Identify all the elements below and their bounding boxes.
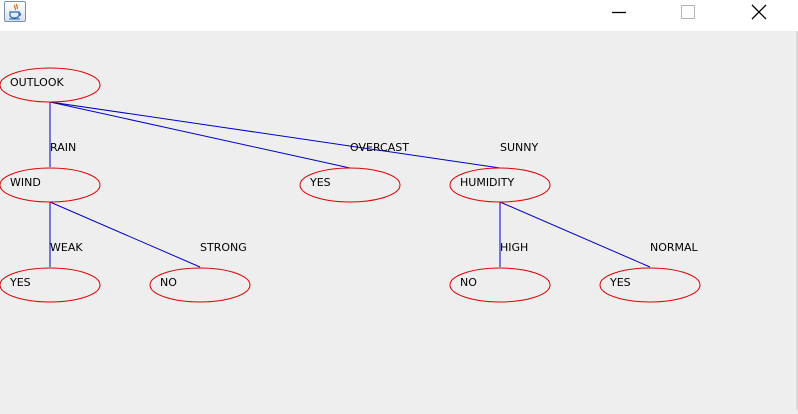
node-humidity	[449, 167, 551, 203]
node-label-yes-weak: YES	[9, 276, 31, 289]
maximize-button[interactable]	[664, 0, 710, 24]
node-no-strong	[149, 267, 251, 303]
edge-label-high: HIGH	[500, 241, 528, 254]
title-bar	[0, 0, 798, 31]
node-label-no-high: NO	[460, 276, 477, 289]
node-label-no-strong: NO	[160, 276, 177, 289]
maximize-icon	[681, 5, 695, 19]
node-label-outlook: OUTLOOK	[10, 76, 64, 89]
node-outlook	[0, 67, 101, 103]
window-border	[796, 31, 798, 410]
edge-label-strong: STRONG	[200, 241, 247, 254]
close-button[interactable]	[736, 0, 782, 24]
edge-outlook-yes	[49, 101, 351, 169]
edge-label-sunny: SUNNY	[500, 141, 538, 154]
java-cup-icon[interactable]	[4, 1, 26, 22]
node-label-humidity: HUMIDITY	[460, 176, 514, 189]
node-yes-weak	[0, 267, 101, 303]
edge-label-normal: NORMAL	[650, 241, 699, 254]
node-yes-normal	[599, 267, 701, 303]
edge-outlook-humidity	[49, 101, 501, 169]
edge-label-rain: RAIN	[50, 141, 76, 154]
tree-canvas: RAIN OVERCAST SUNNY WEAK STRONG HIGH NOR…	[0, 31, 798, 410]
node-wind	[0, 167, 101, 203]
edge-label-weak: WEAK	[50, 241, 83, 254]
node-yes-overcast	[299, 167, 401, 203]
minimize-button[interactable]	[596, 0, 642, 24]
node-no-high	[449, 267, 551, 303]
node-label-yes-normal: YES	[609, 276, 631, 289]
decision-tree-diagram: RAIN OVERCAST SUNNY WEAK STRONG HIGH NOR…	[0, 67, 701, 303]
node-label-wind: WIND	[10, 176, 41, 189]
node-label-yes-overcast: YES	[309, 176, 331, 189]
edge-wind-no	[49, 201, 201, 268]
close-icon	[751, 4, 767, 20]
edge-humidity-yes	[499, 201, 651, 268]
edge-label-overcast: OVERCAST	[350, 141, 409, 154]
